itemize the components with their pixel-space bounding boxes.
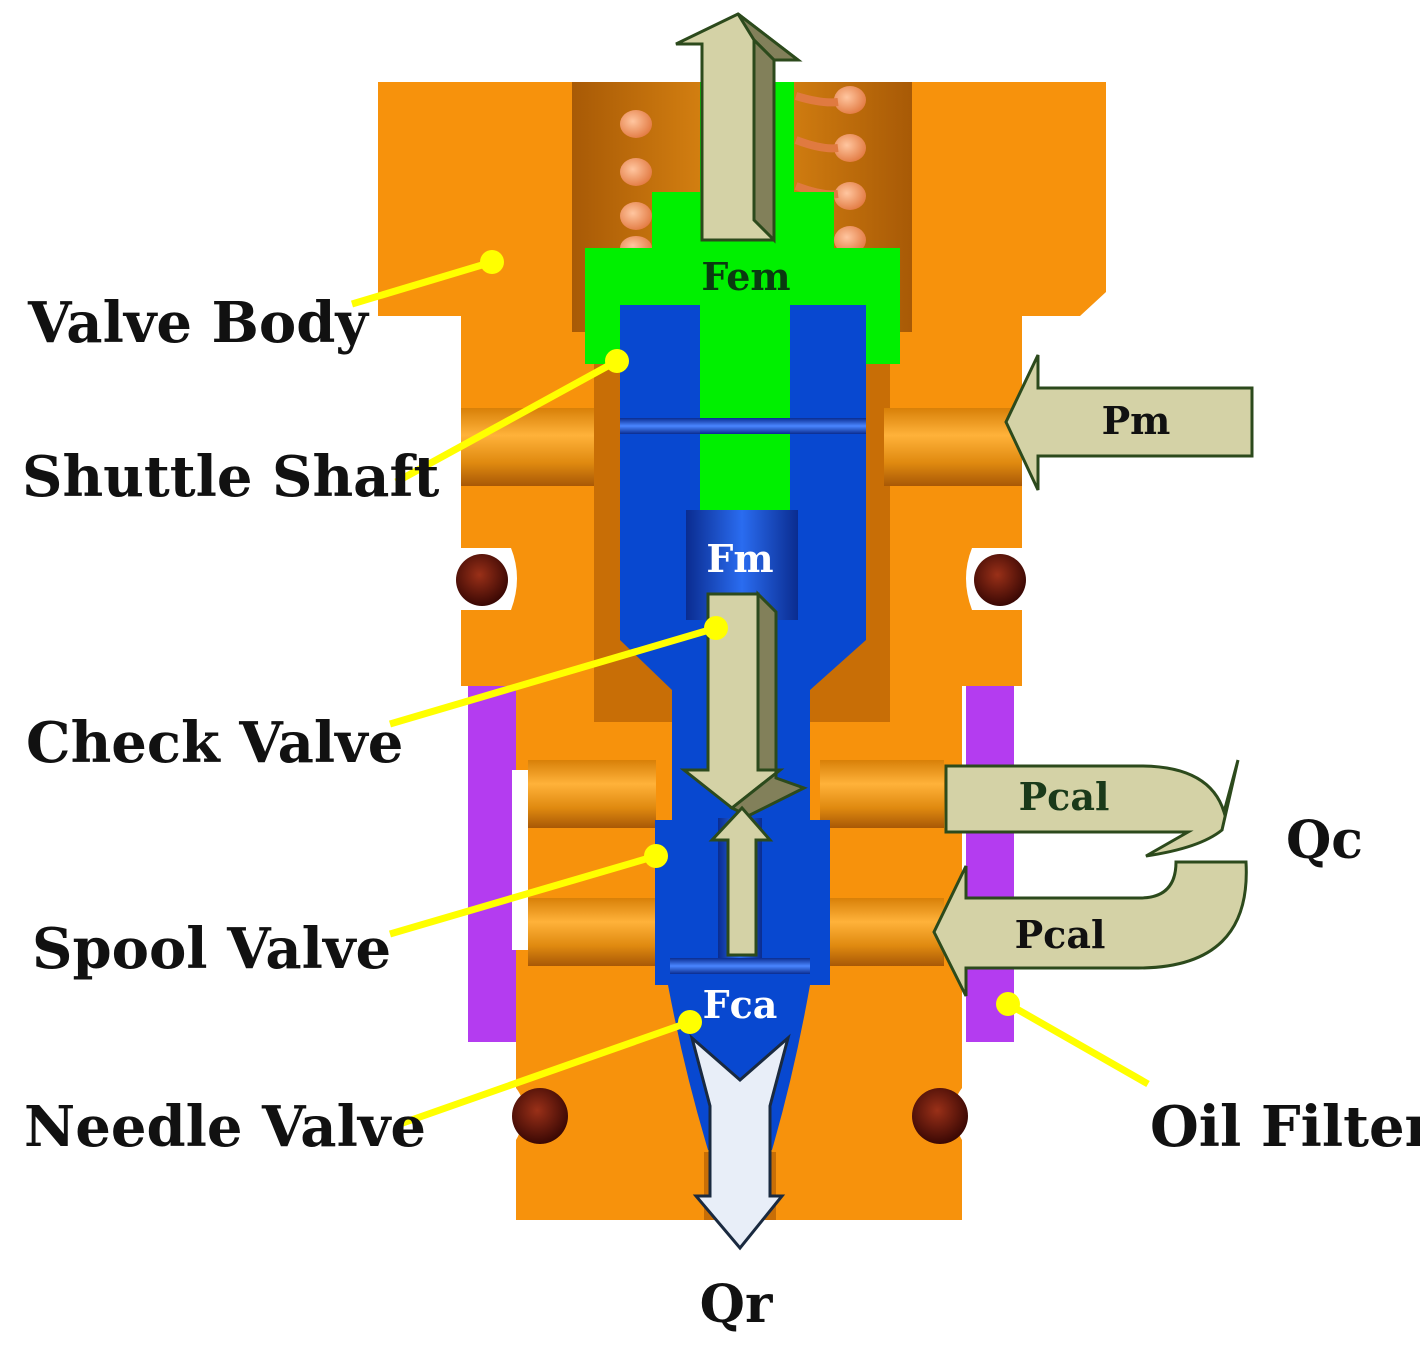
pcal-lower-arrow [932, 860, 1248, 997]
oil-filter [468, 686, 1014, 1042]
force-fca: Fca [703, 982, 778, 1027]
fm-arrow [679, 590, 808, 818]
leader-shuttle-shaft [394, 357, 619, 486]
label-check-valve: Check Valve [26, 710, 403, 776]
shuttle-shaft [585, 82, 900, 510]
seal-lower-right [912, 1088, 968, 1144]
port-pm-left [461, 408, 594, 486]
leader-needle-valve [398, 1018, 692, 1128]
leader-dots [480, 250, 1020, 1034]
oil-filter-left-slot [512, 770, 528, 950]
spring [620, 86, 866, 260]
label-needle-valve: Needle Valve [24, 1094, 426, 1160]
seal-upper-left [456, 554, 508, 606]
dot-spool-valve [644, 844, 668, 868]
leader-check-valve [389, 624, 717, 728]
groove-lower [670, 958, 810, 974]
force-fm: Fm [706, 536, 773, 581]
port-pcal-lower-right [820, 898, 944, 966]
pm-arrow [1004, 354, 1254, 491]
label-shuttle-shaft: Shuttle Shaft [22, 444, 440, 510]
dot-valve-body [480, 250, 504, 274]
o-ring-seals [456, 554, 1026, 1144]
label-oil-filter: Oil Filter [1150, 1094, 1420, 1160]
seal-upper-right [974, 554, 1026, 606]
dot-check-valve [704, 616, 728, 640]
port-pcal-upper-right [820, 760, 944, 828]
leader-spool-valve [389, 852, 657, 938]
pressure-pcal-lower: Pcal [1015, 912, 1106, 957]
qr-outlet-arrow [689, 1033, 791, 1251]
pcal-upper-arrow [944, 759, 1240, 858]
label-spool-valve: Spool Valve [32, 916, 391, 982]
dot-needle-valve [678, 1010, 702, 1034]
groove-upper [620, 418, 866, 434]
pressure-pcal-upper: Pcal [1019, 774, 1110, 819]
dot-shuttle-shaft [605, 349, 629, 373]
oil-filter-right [966, 686, 1014, 1042]
flow-qr: Qr [700, 1274, 773, 1335]
leader-oil-filter [1006, 1000, 1150, 1088]
label-valve-body: Valve Body [27, 290, 369, 356]
port-pcal-upper-left [528, 760, 656, 828]
oil-filter-left [468, 686, 516, 1042]
port-pm-right [884, 408, 1022, 486]
force-fem: Fem [701, 254, 790, 299]
leader-valve-body [350, 258, 494, 308]
seal-lower-left [512, 1088, 568, 1144]
port-pcal-lower-left [528, 898, 656, 966]
fem-arrow [675, 12, 803, 244]
fca-arrow [708, 805, 774, 957]
flow-qc: Qc [1286, 810, 1363, 871]
leader-lines [350, 258, 1150, 1128]
dot-oil-filter [996, 992, 1020, 1016]
pressure-pm: Pm [1102, 398, 1171, 443]
